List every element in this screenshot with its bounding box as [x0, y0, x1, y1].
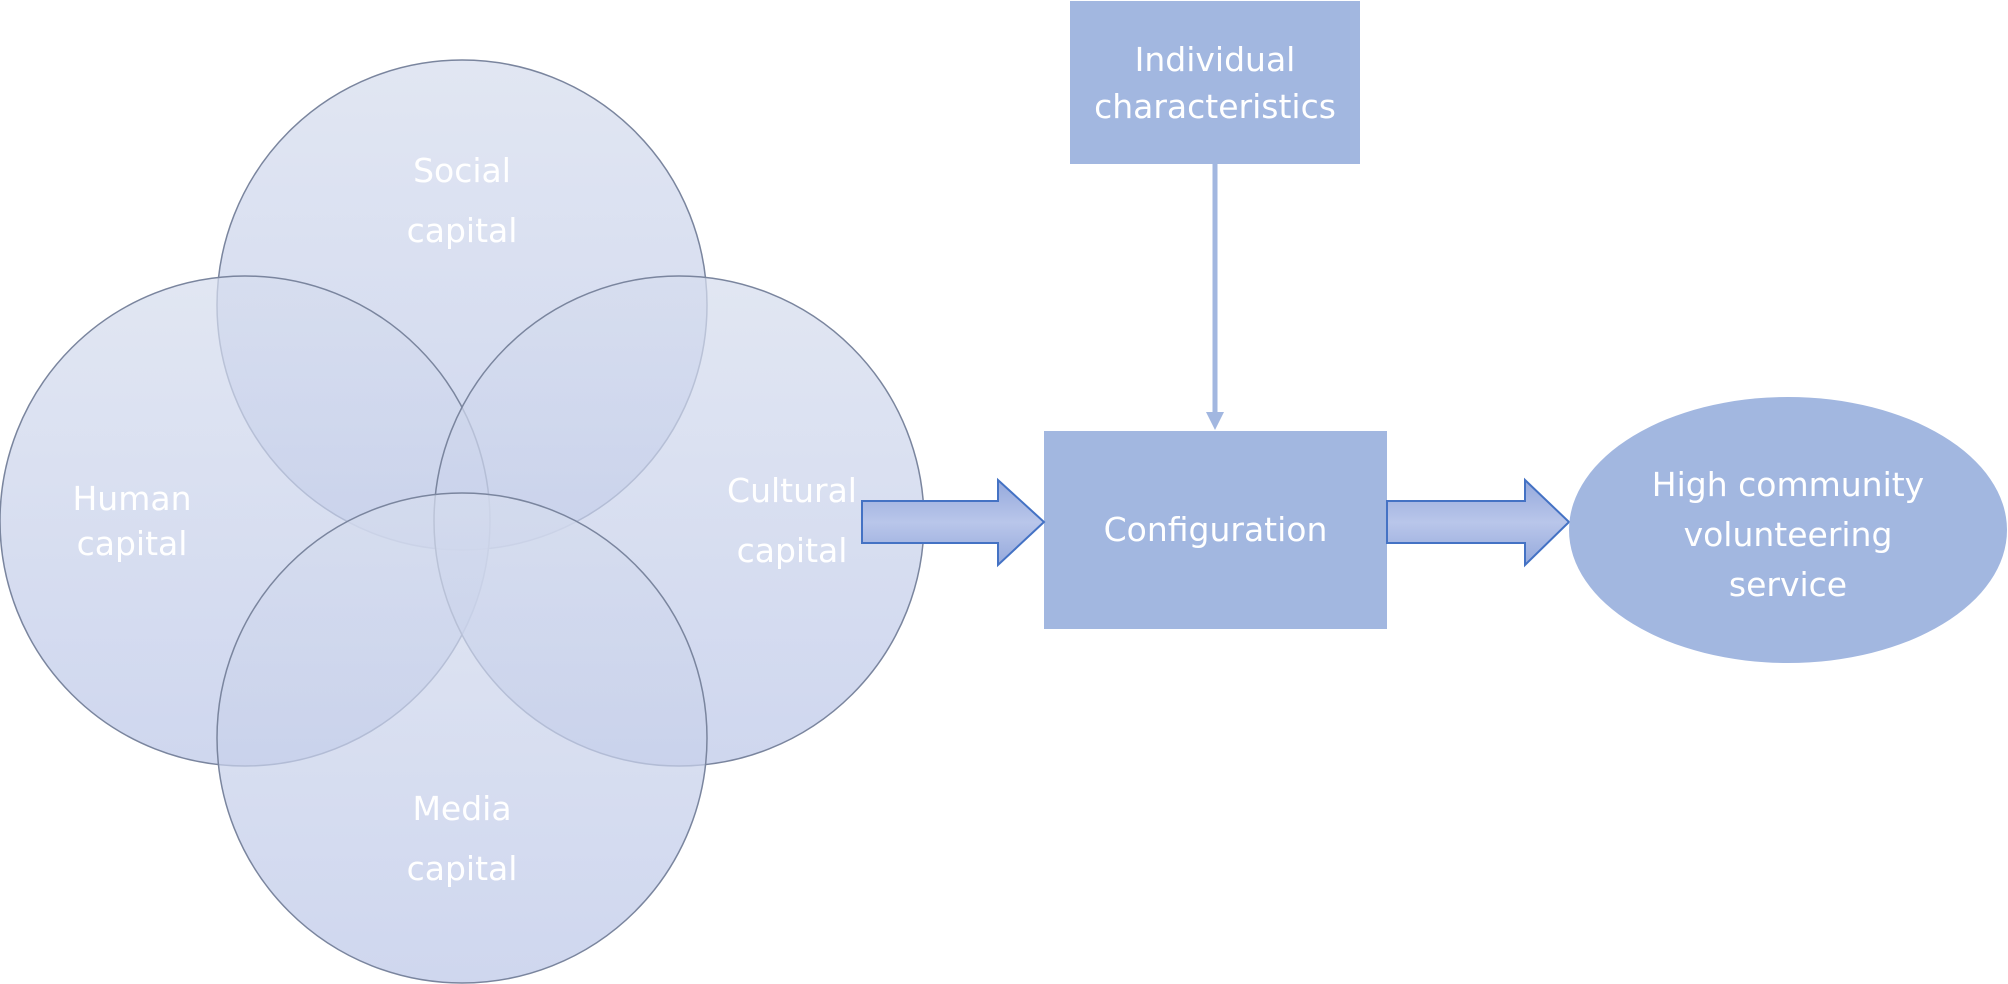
individual-characteristics-line1: Individual — [1134, 40, 1296, 79]
outcome-oval — [1569, 397, 2007, 663]
media-capital-line1: Media — [412, 789, 512, 828]
social-capital-line1: Social — [413, 151, 511, 190]
block-arrow-right — [1386, 477, 1571, 568]
individual-characteristics-label: Individual characteristics — [1070, 43, 1360, 123]
connector-arrowhead — [1206, 412, 1224, 430]
configuration-box — [1044, 431, 1387, 629]
outcome-line3: service — [1728, 565, 1848, 604]
cultural-capital-label: Cultural capital — [702, 474, 882, 567]
human-capital-line2: capital — [76, 524, 188, 563]
individual-characteristics-line2: characteristics — [1094, 87, 1336, 126]
configuration-text: Configuration — [1103, 510, 1328, 549]
outcome-label: High community volunteering service — [1608, 468, 1968, 601]
social-capital-line2: capital — [406, 211, 518, 250]
human-capital-line1: Human — [72, 479, 192, 518]
outcome-line2: volunteering — [1683, 515, 1893, 554]
cultural-capital-line1: Cultural — [727, 471, 857, 510]
social-capital-label: Social capital — [362, 154, 562, 247]
media-capital-line2: capital — [406, 849, 518, 888]
block-arrow-left — [861, 477, 1046, 568]
outcome-line1: High community — [1651, 465, 1925, 504]
configuration-label: Configuration — [1044, 513, 1387, 546]
human-capital-label: Human capital — [42, 482, 222, 560]
individual-characteristics-box — [1070, 1, 1360, 164]
media-capital-label: Media capital — [362, 792, 562, 885]
media-capital-circle — [216, 492, 708, 984]
cultural-capital-line2: capital — [736, 531, 848, 570]
